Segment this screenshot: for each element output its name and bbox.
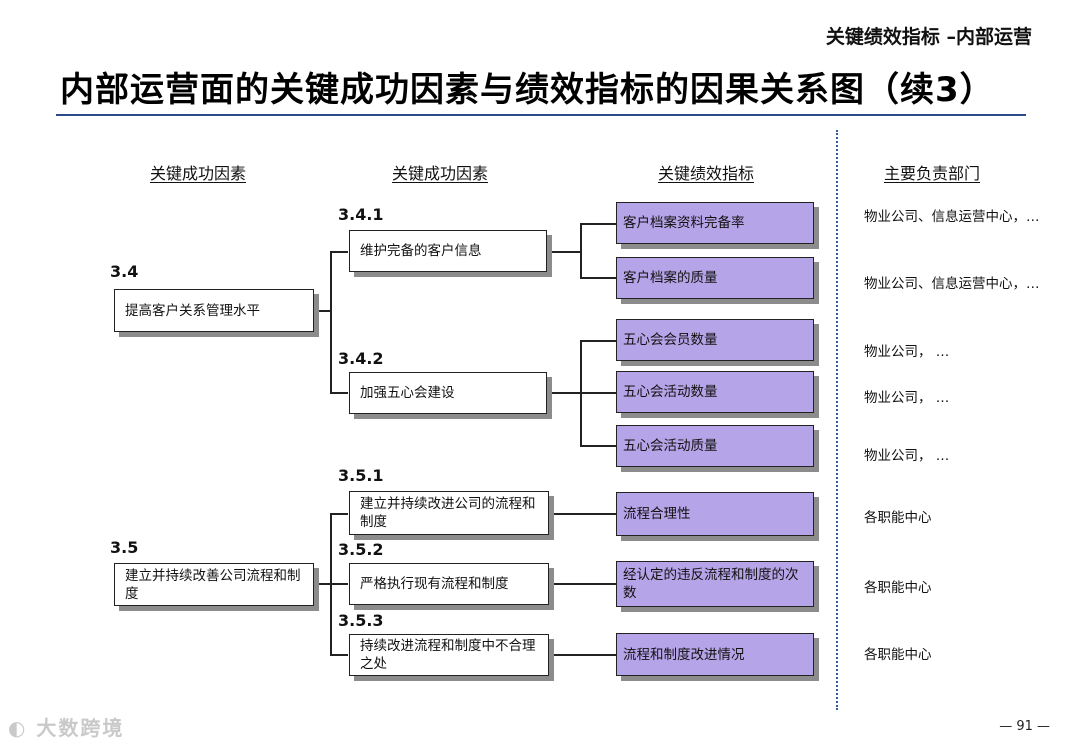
department-text: 各职能中心 (864, 510, 932, 526)
page-title: 内部运营面的关键成功因素与绩效指标的因果关系图（续3） (60, 70, 995, 110)
connector-line (313, 310, 331, 312)
factor-box: 建立并持续改善公司流程和制度 (114, 563, 314, 606)
kpi-label: 五心会活动质量 (623, 438, 718, 454)
kpi-label: 客户档案的质量 (623, 270, 718, 286)
connector-line (580, 277, 616, 279)
department-text: 物业公司、信息运营中心，… (864, 276, 1040, 292)
department-text: 物业公司， … (864, 344, 950, 360)
subfactor-box: 维护完备的客户信息 (349, 230, 547, 272)
watermark-text: 大数跨境 (36, 716, 125, 740)
subfactor-number: 3.5.1 (338, 466, 384, 485)
column-heading-sub-factors: 关键成功因素 (392, 164, 489, 183)
kpi-box: 五心会会员数量 (616, 319, 814, 361)
kpi-label: 流程和制度改进情况 (623, 646, 745, 663)
subfactor-box: 加强五心会建设 (349, 372, 547, 414)
connector-line (330, 251, 348, 253)
column-separator (836, 130, 838, 710)
subfactor-label: 严格执行现有流程和制度 (360, 576, 509, 592)
kpi-label: 客户档案资料完备率 (623, 215, 745, 231)
kpi-box: 经认定的违反流程和制度的次数 (616, 561, 814, 607)
connector-line (549, 513, 616, 515)
factor-number: 3.5 (110, 538, 139, 557)
department-text: 物业公司， … (864, 448, 950, 464)
watermark-icon: ◐ (8, 716, 28, 740)
connector-line (330, 392, 348, 394)
subfactor-label: 加强五心会建设 (360, 385, 455, 401)
connector-line (313, 583, 331, 585)
factor-label: 建立并持续改善公司流程和制度 (125, 567, 301, 602)
connector-line (580, 392, 616, 394)
kpi-box: 流程和制度改进情况 (616, 633, 814, 676)
connector-line (580, 445, 616, 447)
page-number: — 91 — (999, 719, 1050, 734)
connector-line (330, 251, 332, 393)
connector-line (330, 513, 348, 515)
column-heading-departments: 主要负责部门 (884, 164, 981, 183)
department-text: 物业公司， … (864, 390, 950, 406)
subfactor-number: 3.4.1 (338, 205, 384, 224)
factor-label: 提高客户关系管理水平 (125, 302, 260, 319)
factor-box: 提高客户关系管理水平 (114, 289, 314, 332)
department-text: 各职能中心 (864, 647, 932, 663)
connector-line (549, 654, 616, 656)
connector-line (580, 340, 616, 342)
subfactor-box: 持续改进流程和制度中不合理之处 (349, 634, 549, 676)
subfactor-number: 3.4.2 (338, 349, 384, 368)
kpi-label: 五心会会员数量 (623, 332, 718, 348)
kpi-box: 客户档案的质量 (616, 257, 814, 299)
kpi-box: 流程合理性 (616, 492, 814, 536)
subfactor-label: 持续改进流程和制度中不合理之处 (360, 638, 536, 672)
column-heading-critical-factors: 关键成功因素 (150, 164, 247, 183)
column-heading-kpis: 关键绩效指标 (658, 164, 755, 183)
subfactor-box: 建立并持续改进公司的流程和制度 (349, 491, 549, 535)
subfactor-number: 3.5.2 (338, 540, 384, 559)
connector-line (330, 654, 348, 656)
kpi-label: 经认定的违反流程和制度的次数 (623, 567, 799, 601)
section-label: 关键绩效指标 –内部运营 (825, 26, 1032, 48)
kpi-label: 流程合理性 (623, 506, 691, 522)
department-text: 各职能中心 (864, 580, 932, 596)
department-text: 物业公司、信息运营中心，… (864, 209, 1040, 225)
subfactor-number: 3.5.3 (338, 611, 384, 630)
connector-line (547, 392, 581, 394)
connector-line (547, 251, 581, 253)
connector-line (580, 223, 582, 278)
factor-number: 3.4 (110, 262, 139, 281)
watermark-logo: ◐ 大数跨境 (8, 712, 124, 741)
kpi-box: 五心会活动质量 (616, 425, 814, 467)
connector-line (580, 223, 616, 225)
subfactor-label: 建立并持续改进公司的流程和制度 (360, 496, 536, 530)
subfactor-label: 维护完备的客户信息 (360, 243, 482, 259)
title-divider (56, 114, 1026, 116)
kpi-box: 五心会活动数量 (616, 371, 814, 413)
connector-line (549, 583, 616, 585)
connector-line (330, 583, 348, 585)
kpi-label: 五心会活动数量 (623, 384, 718, 400)
kpi-box: 客户档案资料完备率 (616, 202, 814, 244)
subfactor-box: 严格执行现有流程和制度 (349, 563, 549, 605)
